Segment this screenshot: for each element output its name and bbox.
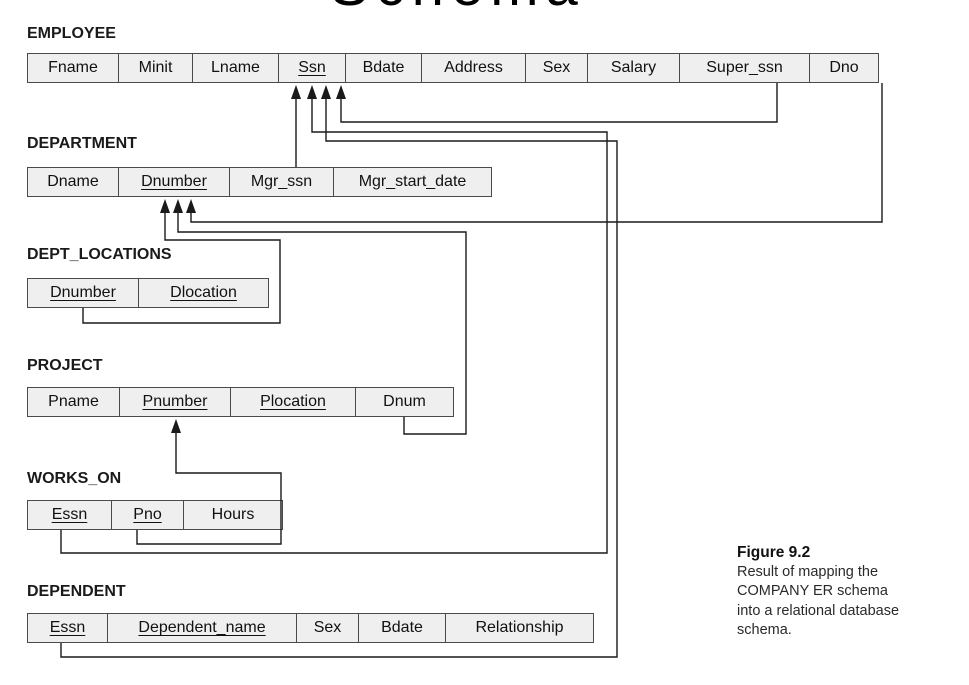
attr-dependent-relationship: Relationship <box>475 619 564 636</box>
caption-line: COMPANY ER schema <box>737 583 888 599</box>
attr-dept-locations-dlocation: Dlocation <box>170 284 237 301</box>
attr-department-mgr-ssn: Mgr_ssn <box>230 168 334 196</box>
fk-arrow-dnumber-project <box>173 199 183 213</box>
attr-dependent-essn: Essn <box>28 614 108 642</box>
attr-employee-fname: Fname <box>28 54 119 82</box>
attr-works-on-pno: Pno <box>112 501 184 529</box>
fk-line-dno <box>190 83 883 223</box>
attr-dependent-sex: Sex <box>297 614 359 642</box>
relation-dept-locations: Dnumber Dlocation <box>27 278 269 308</box>
relation-employee: Fname Minit Lname Ssn Bdate Address Sex … <box>27 53 879 83</box>
attr-employee-salary: Salary <box>588 54 680 82</box>
attr-employee-address: Address <box>422 54 526 82</box>
attr-department-dname: Dname <box>28 168 119 196</box>
relation-title-dept-locations: DEPT_LOCATIONS <box>27 246 172 263</box>
relation-title-works-on: WORKS_ON <box>27 470 122 487</box>
attr-project-pnumber: Pnumber <box>120 388 231 416</box>
fk-line-super-ssn <box>340 83 778 123</box>
caption-title: Figure 9.2 <box>737 544 811 561</box>
relation-project: Pname Pnumber Plocation Dnum <box>27 387 454 417</box>
caption-line: schema. <box>737 622 792 638</box>
attr-employee-sex: Sex <box>526 54 588 82</box>
attr-project-dnum: Dnum <box>383 393 426 410</box>
fk-line-project-dnum <box>177 212 467 435</box>
attr-project-plocation: Plocation <box>231 388 356 416</box>
fk-line-works-on-essn <box>60 98 608 554</box>
attr-employee-super-ssn: Super_ssn <box>680 54 810 82</box>
relation-title-employee: EMPLOYEE <box>27 25 116 42</box>
relation-dependent: Essn Dependent_name Sex Bdate Relationsh… <box>27 613 594 643</box>
attr-employee-dno: Dno <box>829 59 859 76</box>
attr-employee-lname: Lname <box>193 54 279 82</box>
fk-arrow-dnumber-locations <box>160 199 170 213</box>
attr-dependent-dependent-name: Dependent_name <box>108 614 297 642</box>
fk-arrow-ssn-mgr <box>291 85 301 99</box>
fk-arrow-ssn-essn <box>307 85 317 99</box>
relation-title-project: PROJECT <box>27 357 103 374</box>
fk-line-works-on-pno <box>136 432 282 545</box>
relation-title-department: DEPARTMENT <box>27 135 137 152</box>
attr-department-mgr-start-date: Mgr_start_date <box>358 173 467 190</box>
figure-caption: Figure 9.2 Result of mapping the COMPANY… <box>737 543 967 641</box>
relation-department: Dname Dnumber Mgr_ssn Mgr_start_date <box>27 167 492 197</box>
attr-department-dnumber: Dnumber <box>119 168 230 196</box>
attr-works-on-hours: Hours <box>211 506 255 523</box>
attr-employee-minit: Minit <box>119 54 193 82</box>
fk-arrow-dnumber-dno <box>186 199 196 213</box>
relation-title-dependent: DEPENDENT <box>27 583 126 600</box>
caption-line: Result of mapping the <box>737 563 879 580</box>
fk-arrow-ssn-dependent <box>321 85 331 99</box>
relation-works-on: Essn Pno Hours <box>27 500 283 530</box>
attr-works-on-essn: Essn <box>28 501 112 529</box>
fk-line-dependent-essn <box>60 98 618 658</box>
attr-employee-bdate: Bdate <box>346 54 422 82</box>
attr-dependent-bdate: Bdate <box>359 614 446 642</box>
fk-line-dept-locations-dnumber <box>82 212 281 324</box>
attr-project-pname: Pname <box>28 388 120 416</box>
caption-line: into a relational database <box>737 602 900 619</box>
attr-employee-ssn: Ssn <box>279 54 346 82</box>
fk-arrow-pnumber-pno <box>171 419 181 433</box>
fk-arrow-ssn-super <box>336 85 346 99</box>
attr-dept-locations-dnumber: Dnumber <box>28 279 139 307</box>
